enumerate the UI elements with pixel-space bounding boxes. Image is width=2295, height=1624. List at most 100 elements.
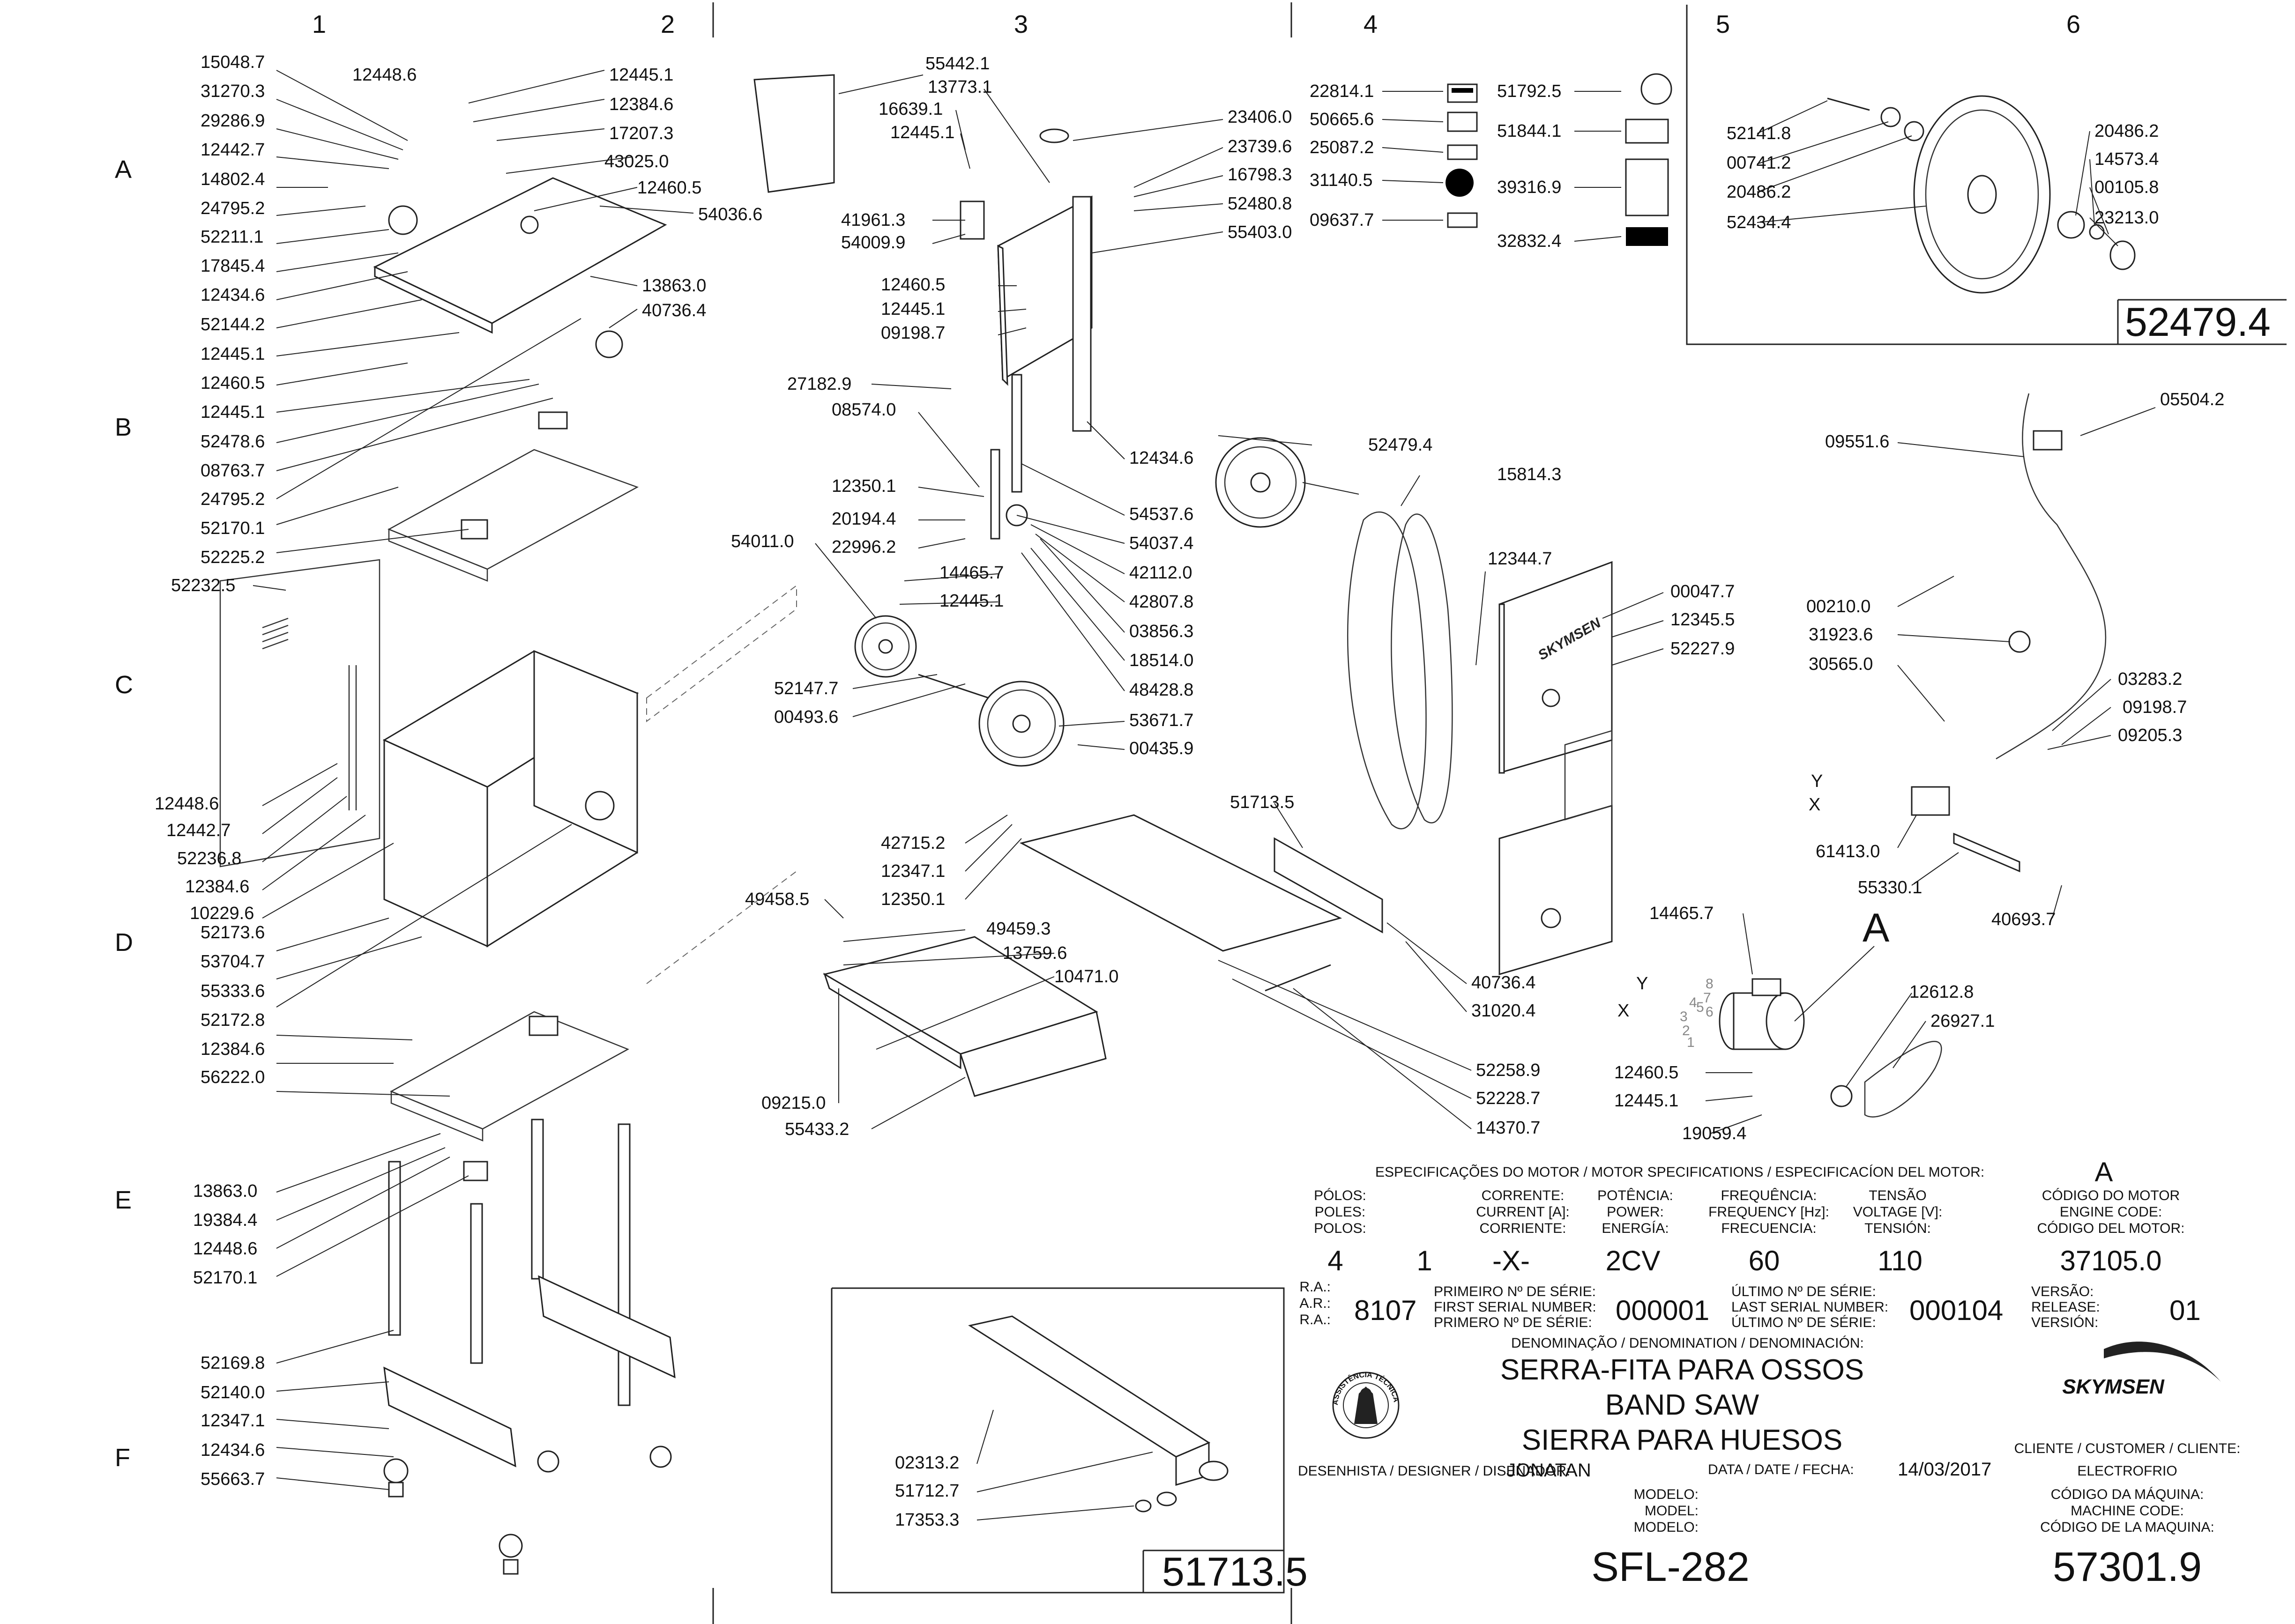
svg-text:2: 2 bbox=[1682, 1023, 1690, 1038]
part-label: 52211.1 bbox=[201, 227, 264, 247]
part-label: 52479.4 bbox=[1368, 435, 1432, 455]
part-label: 32832.4 bbox=[1497, 231, 1561, 251]
part-label: 24795.2 bbox=[201, 199, 265, 218]
part-label: 52140.0 bbox=[201, 1383, 265, 1402]
part-label: 12445.1 bbox=[881, 299, 945, 319]
part-label: 12445.1 bbox=[201, 344, 265, 364]
part-label: 02313.2 bbox=[895, 1453, 959, 1473]
col-2: 2 bbox=[661, 10, 675, 38]
decal-51844-icon bbox=[1625, 119, 1669, 144]
svg-text:6: 6 bbox=[1706, 1004, 1714, 1020]
part-label: 12434.6 bbox=[201, 285, 265, 305]
svg-text:POTÊNCIA:: POTÊNCIA: bbox=[1597, 1188, 1673, 1203]
part-label: 54037.4 bbox=[1129, 534, 1193, 553]
svg-text:R.A.:: R.A.: bbox=[1299, 1312, 1331, 1327]
part-label: 12344.7 bbox=[1488, 549, 1552, 569]
part-label: 51792.5 bbox=[1497, 82, 1561, 101]
part-label: 42807.8 bbox=[1129, 592, 1193, 612]
part-label: 42112.0 bbox=[1129, 563, 1192, 583]
part-label: 23213.0 bbox=[2094, 208, 2159, 228]
svg-text:CORRIENTE:: CORRIENTE: bbox=[1479, 1221, 1566, 1236]
svg-text:ÚLTIMO Nº DE SÉRIE:: ÚLTIMO Nº DE SÉRIE: bbox=[1731, 1315, 1876, 1330]
decal-31140-icon bbox=[1446, 169, 1474, 197]
part-label: 27182.9 bbox=[787, 374, 851, 394]
part-label: 24795.2 bbox=[201, 489, 265, 509]
part-label: 12612.8 bbox=[1909, 982, 1974, 1002]
part-label: 40693.7 bbox=[1991, 910, 2056, 929]
part-label: 61413.0 bbox=[1816, 842, 1880, 861]
part-label: 52236.8 bbox=[177, 849, 241, 868]
svg-text:FREQUÊNCIA:: FREQUÊNCIA: bbox=[1721, 1188, 1817, 1203]
part-label: 12448.6 bbox=[352, 65, 417, 85]
part-label: 14465.7 bbox=[939, 563, 1004, 583]
part-label: 49459.3 bbox=[986, 919, 1051, 939]
skymsen-logo: SKYMSEN bbox=[2062, 1342, 2221, 1398]
part-label: 12345.5 bbox=[1670, 610, 1735, 630]
svg-text:ENGINE CODE:: ENGINE CODE: bbox=[2060, 1204, 2162, 1220]
part-label: 15814.3 bbox=[1497, 465, 1561, 484]
part-label: 12448.6 bbox=[193, 1239, 257, 1259]
part-label: 52170.1 bbox=[201, 519, 265, 538]
decal-09637-icon bbox=[1447, 212, 1478, 228]
motor-frequency-value: 60 bbox=[1749, 1245, 1780, 1276]
row-C: C bbox=[115, 671, 133, 699]
part-label: 09198.7 bbox=[881, 323, 945, 343]
part-label: 16798.3 bbox=[1228, 165, 1292, 185]
svg-text:MACHINE CODE:: MACHINE CODE: bbox=[2071, 1503, 2184, 1519]
part-label: 09198.7 bbox=[2123, 697, 2187, 717]
svg-text:SKYMSEN: SKYMSEN bbox=[2062, 1375, 2165, 1398]
wheel-54011 bbox=[854, 615, 917, 678]
part-label: 09637.7 bbox=[1310, 210, 1374, 230]
col-3: 3 bbox=[1014, 10, 1028, 38]
part-label: 51713.5 bbox=[1230, 793, 1294, 812]
part-label: 41961.3 bbox=[841, 210, 905, 230]
col-4: 4 bbox=[1364, 10, 1378, 38]
machine-code-value: 57301.9 bbox=[2053, 1543, 2202, 1590]
part-label: 05504.2 bbox=[2160, 390, 2224, 409]
part-label: 55442.1 bbox=[925, 54, 990, 74]
part-label: 54036.6 bbox=[698, 205, 762, 224]
part-label: 52478.6 bbox=[201, 432, 265, 452]
part-label: 54011.0 bbox=[731, 532, 794, 551]
part-label: 52147.7 bbox=[774, 679, 838, 698]
part-label: 12442.7 bbox=[166, 821, 231, 840]
motor-current-value: -X- bbox=[1492, 1245, 1530, 1276]
part-label: 12350.1 bbox=[881, 890, 945, 909]
part-label: 14370.7 bbox=[1476, 1118, 1540, 1138]
part-label: 12460.5 bbox=[637, 178, 701, 198]
part-label: 52258.9 bbox=[1476, 1060, 1540, 1080]
fence-detail-51713 bbox=[968, 1315, 1229, 1513]
customer-value: ELECTROFRIO bbox=[2077, 1463, 2177, 1479]
part-label: 12460.5 bbox=[881, 275, 945, 295]
part-label: 54537.6 bbox=[1129, 504, 1193, 524]
part-label: 52225.2 bbox=[201, 548, 265, 567]
part-label: 00047.7 bbox=[1670, 582, 1735, 601]
motor-spec-code: A bbox=[2095, 1157, 2113, 1187]
svg-text:VOLTAGE [V]:: VOLTAGE [V]: bbox=[1853, 1204, 1943, 1220]
decal-51792-icon bbox=[1640, 73, 1672, 105]
part-label: 10471.0 bbox=[1054, 967, 1118, 986]
assembly-code-51713: 51713.5 bbox=[1162, 1550, 1308, 1594]
part-label: 00435.9 bbox=[1129, 739, 1193, 758]
part-label: 14465.7 bbox=[1649, 904, 1714, 923]
part-label: 03283.2 bbox=[2118, 669, 2182, 689]
svg-text:MODELO:: MODELO: bbox=[1634, 1487, 1699, 1502]
part-label: 56222.0 bbox=[201, 1068, 265, 1087]
motor-voltage-value: 110 bbox=[1878, 1245, 1922, 1276]
motor-code-value: 37105.0 bbox=[2060, 1245, 2162, 1276]
part-label: 19384.4 bbox=[193, 1210, 257, 1230]
row-D: D bbox=[115, 928, 133, 957]
part-label: 55663.7 bbox=[201, 1469, 265, 1489]
part-label: 00741.2 bbox=[1727, 153, 1791, 173]
part-label: 25087.2 bbox=[1310, 138, 1374, 157]
part-label: 00210.0 bbox=[1806, 597, 1870, 616]
svg-text:CÓDIGO DE LA MAQUINA:: CÓDIGO DE LA MAQUINA: bbox=[2040, 1520, 2214, 1535]
svg-text:LAST SERIAL NUMBER:: LAST SERIAL NUMBER: bbox=[1731, 1299, 1888, 1315]
part-label: 14802.4 bbox=[201, 170, 265, 189]
motor-power-value: 2CV bbox=[1606, 1245, 1661, 1276]
decal-22814-icon bbox=[1447, 83, 1478, 103]
svg-text:ÚLTIMO Nº DE SÉRIE:: ÚLTIMO Nº DE SÉRIE: bbox=[1731, 1284, 1876, 1299]
part-label: 13759.6 bbox=[1003, 943, 1067, 963]
svg-text:CÓDIGO DA MÁQUINA:: CÓDIGO DA MÁQUINA: bbox=[2051, 1487, 2204, 1502]
part-label: 52172.8 bbox=[201, 1010, 265, 1030]
